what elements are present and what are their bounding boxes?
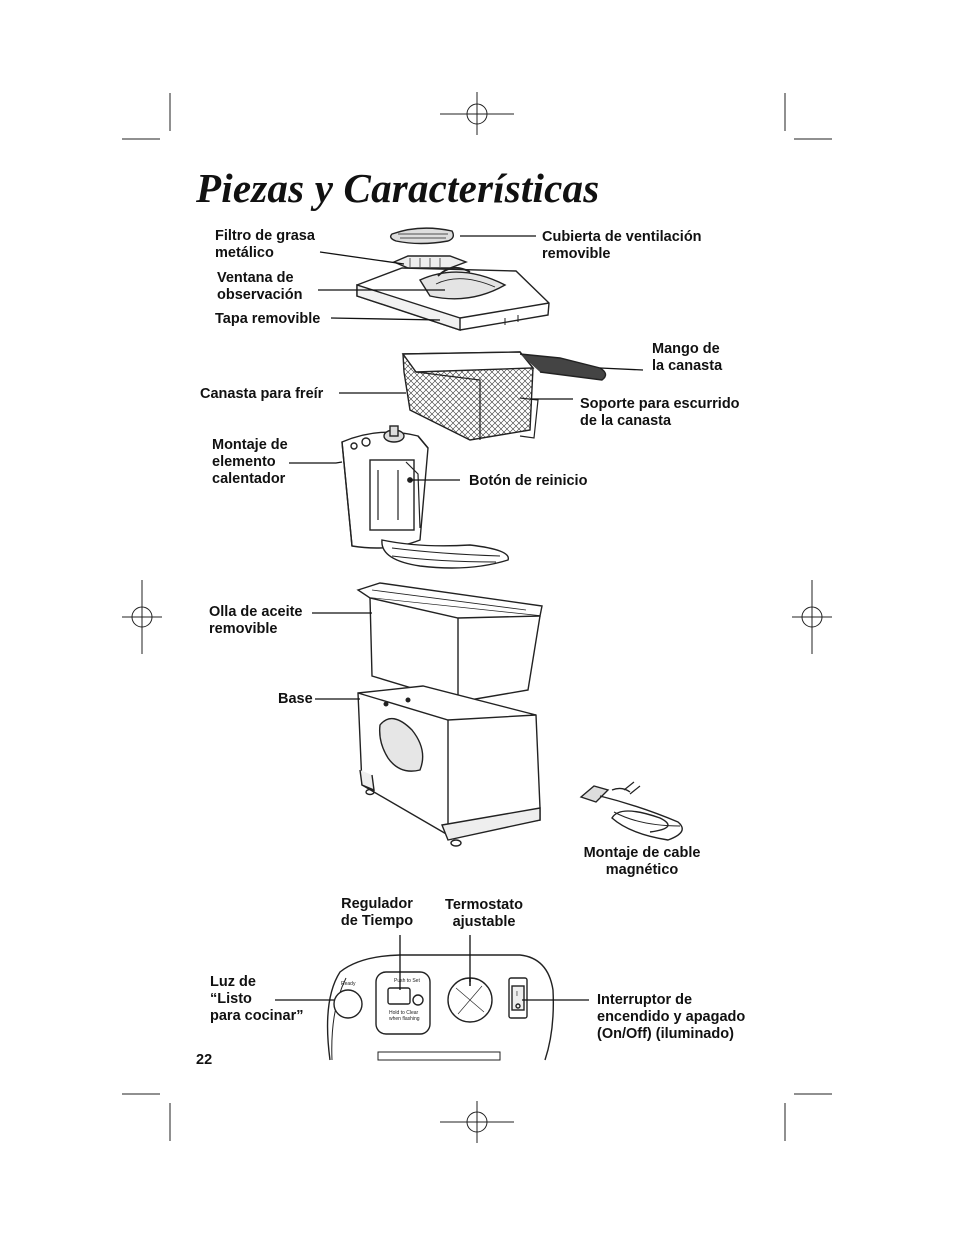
when-flashing-text: when flashing <box>389 1016 420 1022</box>
label-fry-basket: Canasta para freír <box>200 386 324 402</box>
label-timer: Regulador de Tiempo <box>340 896 414 929</box>
switch-mark-text: I <box>516 991 518 998</box>
label-basket-drain-hook: Soporte para escurrido de la canasta <box>580 396 740 429</box>
base-drawing <box>357 685 541 847</box>
label-oil-pot: Olla de aceite removible <box>209 604 303 637</box>
magnetic-cord-drawing <box>579 781 683 841</box>
label-heating-element: Montaje de elemento calentador <box>212 437 288 487</box>
label-reset-button: Botón de reinicio <box>469 473 588 489</box>
hold-to-clear-text: Hold to Clear <box>389 1010 419 1016</box>
ready-text: Ready <box>341 981 356 987</box>
label-base: Base <box>278 691 313 707</box>
label-ready-light: Luz de “Listo para cocinar” <box>210 974 304 1024</box>
label-basket-handle: Mango de la canasta <box>652 341 723 374</box>
label-viewing-window: Ventana de observación <box>217 270 303 303</box>
label-lid: Tapa removible <box>215 311 321 327</box>
heating-element-drawing <box>341 425 509 569</box>
control-panel-drawing <box>326 954 554 1061</box>
page-number: 22 <box>196 1052 213 1068</box>
crop-marks <box>122 92 832 1143</box>
vent-cover-drawing <box>389 227 455 245</box>
panel-printing: Ready Push to Set Hold to Clear when fla… <box>341 978 518 1022</box>
fry-basket-drawing <box>401 351 607 441</box>
lid-drawing <box>356 266 550 331</box>
oil-pot-drawing <box>356 582 543 703</box>
page-title: Piezas y Características <box>196 165 600 211</box>
label-magnetic-cord: Montaje de cable magnético <box>583 845 701 878</box>
label-grease-filter: Filtro de grasa metálico <box>215 228 315 261</box>
push-to-set-text: Push to Set <box>394 978 420 984</box>
label-vent-cover: Cubierta de ventilación removible <box>542 229 702 262</box>
leader-lines <box>275 235 644 1001</box>
label-thermostat: Termostato ajustable <box>445 897 523 930</box>
grease-filter-drawing <box>392 255 468 269</box>
label-power-switch: Interruptor de encendido y apagado (On/O… <box>597 992 746 1042</box>
